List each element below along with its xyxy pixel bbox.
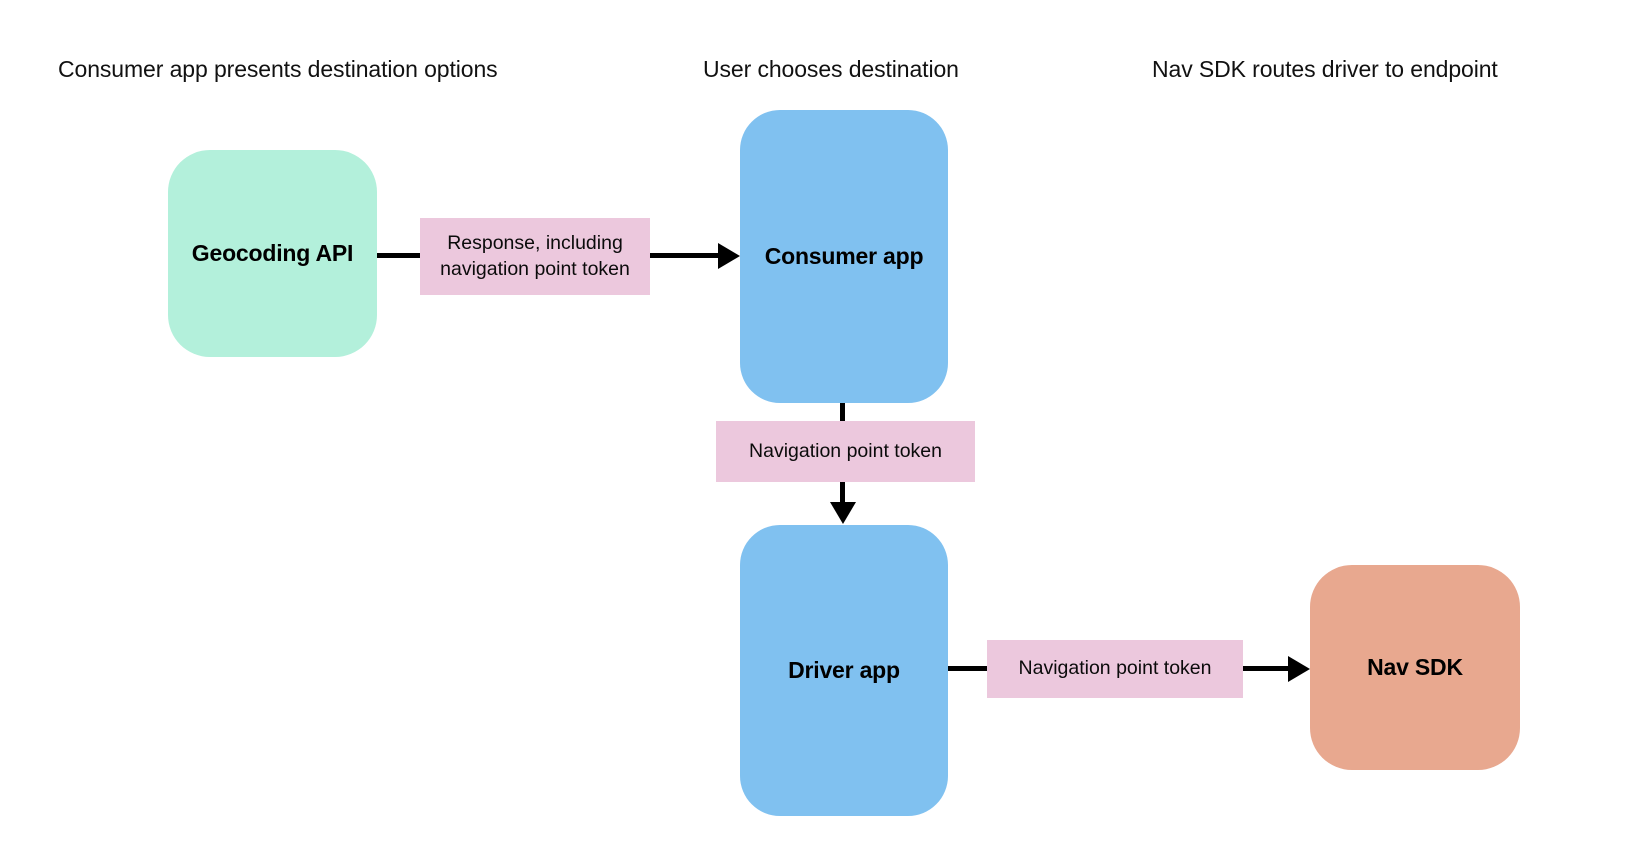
node-nav-sdk: Nav SDK [1310, 565, 1520, 770]
column-header-step3: Nav SDK routes driver to endpoint [1152, 56, 1498, 82]
edge3-arrowhead-icon [1288, 656, 1310, 682]
node-driver-app-label: Driver app [788, 657, 900, 683]
column-header-step2: User chooses destination [703, 56, 959, 82]
edge2-label: Navigation point token [716, 421, 975, 482]
edge2-arrowhead-icon [830, 502, 856, 524]
edge2-label-text: Navigation point token [749, 439, 942, 462]
edge1-label-text: Response, including navigation point tok… [440, 231, 630, 280]
edge1-label: Response, including navigation point tok… [420, 218, 650, 295]
node-geocoding-api-label: Geocoding API [191, 240, 354, 266]
edge1-arrowhead-icon [718, 243, 740, 269]
edge3-label-text: Navigation point token [1018, 657, 1212, 680]
edge3-label: Navigation point token [987, 640, 1243, 698]
node-driver-app: Driver app [740, 525, 948, 816]
node-consumer-app: Consumer app [740, 110, 948, 403]
node-consumer-app-label: Consumer app [764, 243, 924, 269]
node-geocoding-api: Geocoding API [168, 150, 377, 357]
node-nav-sdk-label: Nav SDK [1367, 654, 1463, 680]
column-header-step1: Consumer app presents destination option… [58, 56, 498, 82]
